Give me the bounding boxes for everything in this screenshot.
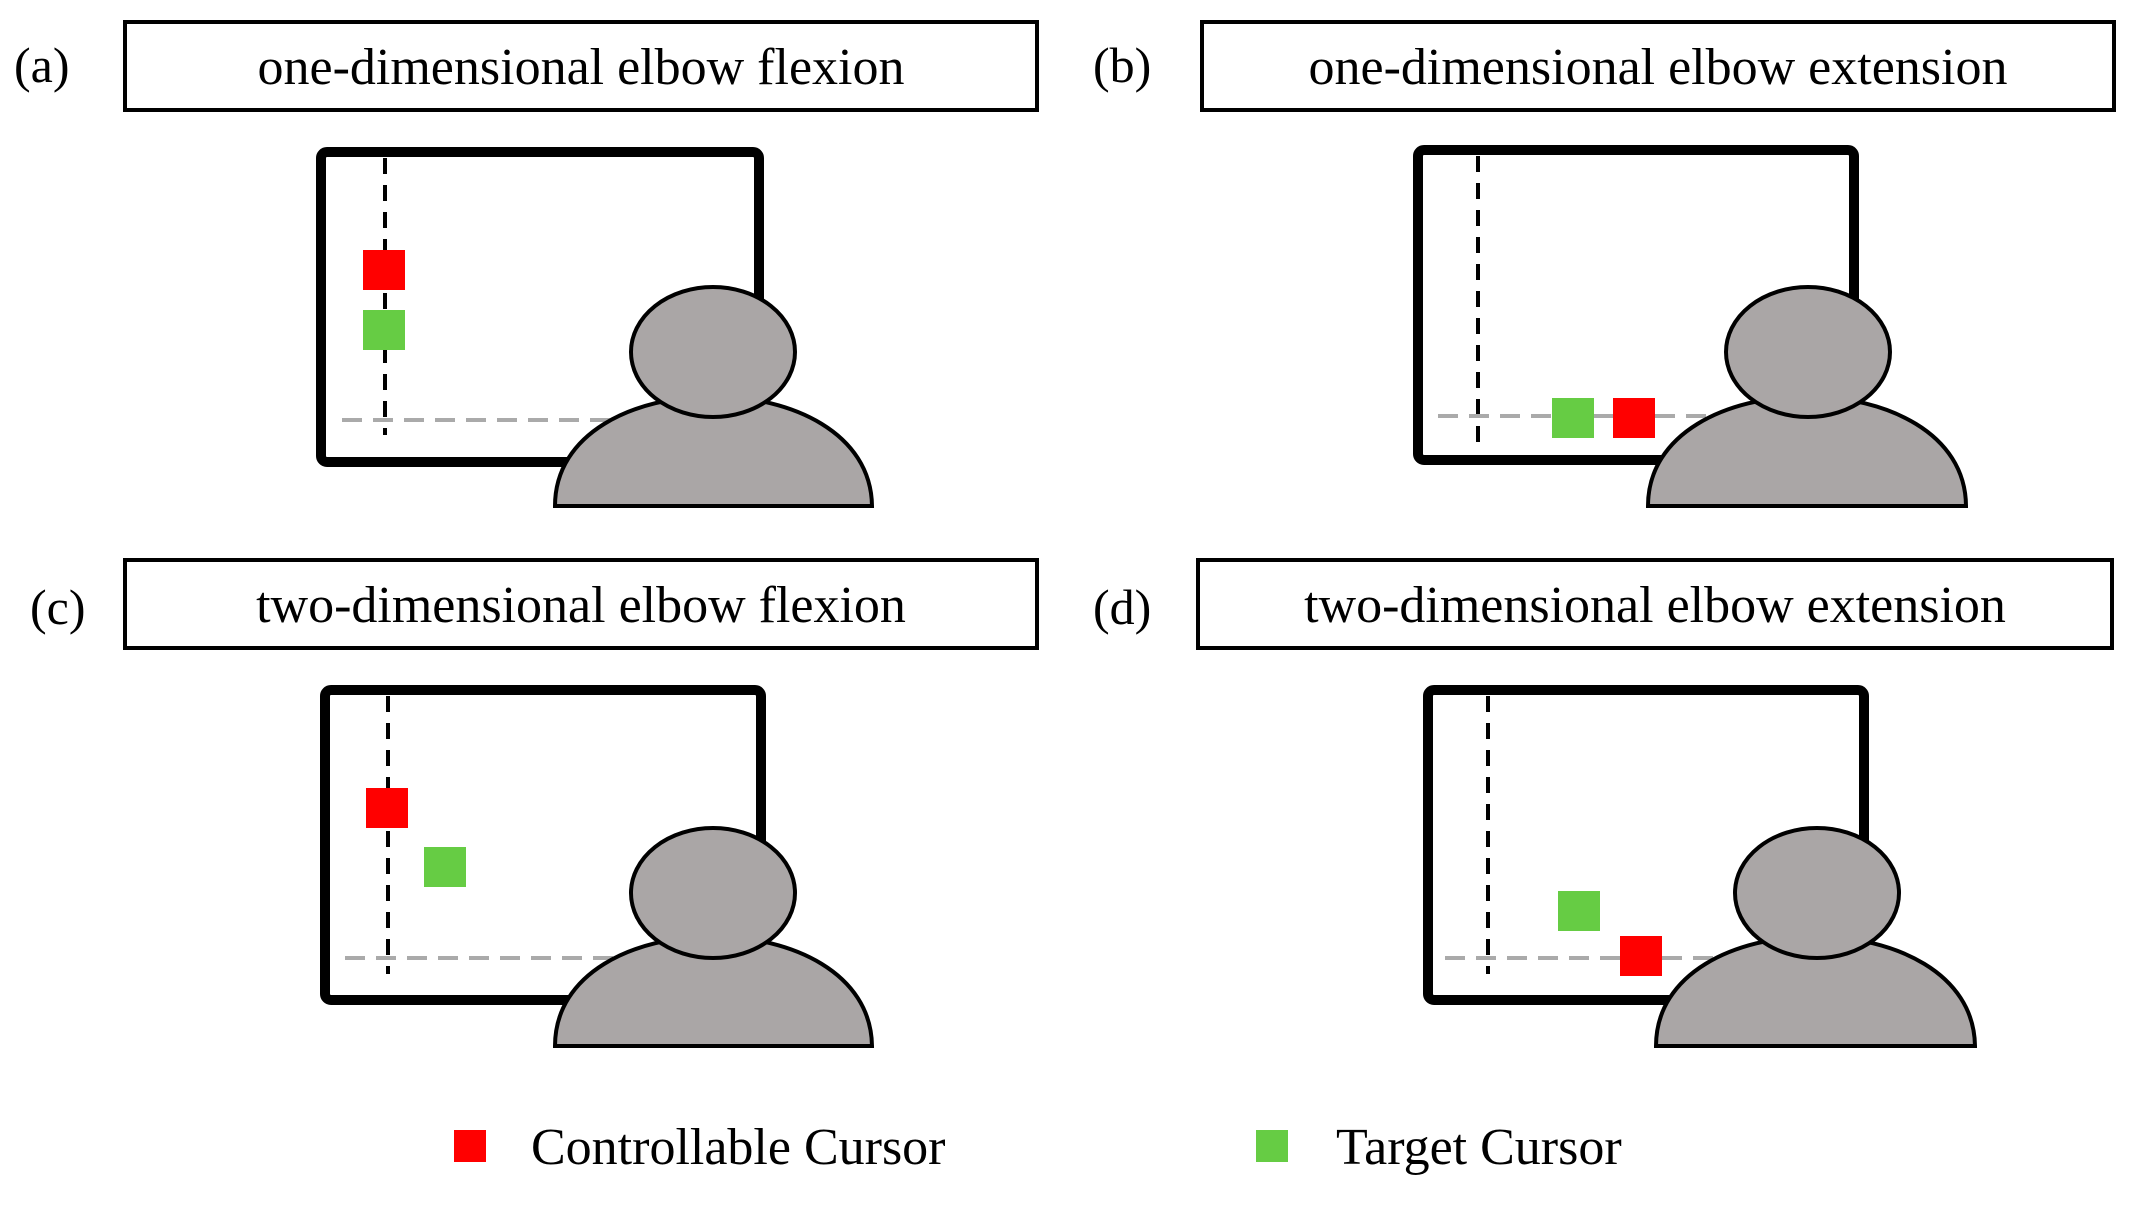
legend-controllable-label: Controllable Cursor	[531, 1119, 946, 1176]
panel-b-title: one-dimensional elbow extension	[1309, 39, 2008, 96]
panel-d-target-cursor	[1558, 891, 1600, 931]
legend-target-swatch	[1256, 1130, 1288, 1162]
panel-b: (b) one-dimensional elbow extension	[1093, 20, 2116, 508]
panel-c-title: two-dimensional elbow flexion	[256, 577, 906, 634]
legend-target-label: Target Cursor	[1336, 1119, 1622, 1176]
panel-b-person-icon	[1645, 285, 1969, 508]
panel-d-label: (d)	[1093, 579, 1151, 635]
panel-c-person-icon	[552, 826, 875, 1048]
panel-c-target-cursor	[424, 847, 466, 887]
panel-b-title-box	[1200, 20, 2116, 112]
panel-c: (c) two-dimensional elbow flexion	[30, 558, 1039, 1048]
panel-d: (d) two-dimensional elbow extension	[1093, 558, 2114, 1048]
panel-a-title-box	[123, 20, 1039, 112]
panel-a: (a) one-dimensional elbow flexion	[14, 20, 1039, 508]
panel-a-title: one-dimensional elbow flexion	[258, 39, 905, 96]
legend: Controllable Cursor Target Cursor	[454, 1119, 1622, 1176]
panel-a-target-cursor	[363, 310, 405, 350]
panel-b-target-cursor	[1552, 398, 1594, 438]
panel-a-controllable-cursor	[363, 250, 405, 290]
legend-controllable-swatch	[454, 1130, 486, 1162]
panel-c-title-box	[123, 558, 1039, 650]
panel-d-controllable-cursor	[1620, 936, 1662, 976]
panel-d-person-icon	[1653, 826, 1978, 1048]
panel-d-title-box	[1196, 558, 2114, 650]
panel-c-label: (c)	[30, 579, 86, 635]
panel-a-person-icon	[552, 285, 875, 508]
panel-b-controllable-cursor	[1613, 398, 1655, 438]
panel-b-label: (b)	[1093, 37, 1151, 93]
panel-a-label: (a)	[14, 37, 70, 93]
panel-c-controllable-cursor	[366, 788, 408, 828]
panel-d-title: two-dimensional elbow extension	[1304, 577, 2006, 634]
